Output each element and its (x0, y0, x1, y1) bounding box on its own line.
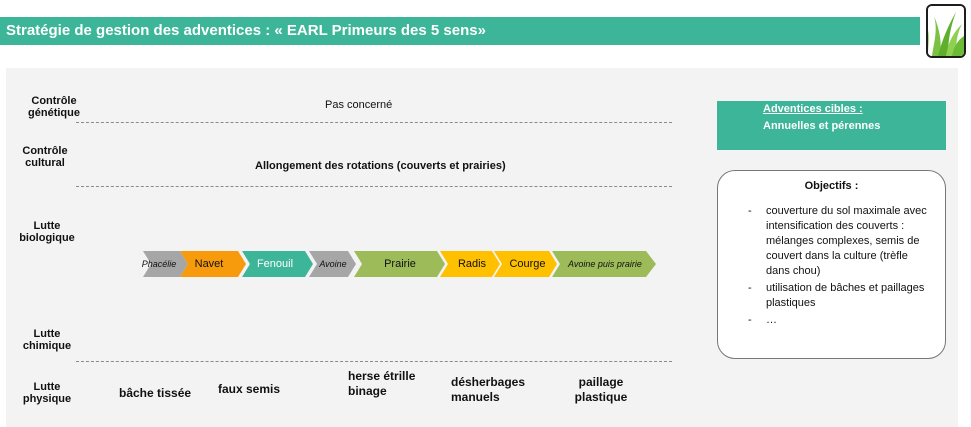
separator-line (76, 122, 672, 123)
objective-item: couverture du sol maximale avec intensif… (748, 204, 928, 279)
rotation-label: Navet (194, 258, 224, 270)
objectives-list: couverture du sol maximale avec intensif… (748, 204, 928, 330)
row-label-chimique: Lutte chimique (22, 328, 72, 352)
objectives-box: Objectifs : couverture du sol maximale a… (717, 170, 946, 359)
rotation-label: Avoine puis prairie (568, 259, 642, 269)
rotation-label: Radis (457, 258, 487, 270)
rotation-step-phacelie (143, 251, 188, 277)
rotation-step-navet (180, 251, 246, 277)
rotation-label: Avoine (319, 259, 347, 269)
rotation-step-courge (494, 251, 557, 277)
rotation-step-avoine (309, 251, 356, 277)
objectives-title: Objectifs : (804, 180, 859, 192)
page-title: Stratégie de gestion des adventices : « … (6, 22, 486, 39)
objective-item: utilisation de bâches et paillages plast… (748, 281, 928, 311)
genetique-content: Pas concerné (325, 99, 393, 111)
row-label-genetique: Contrôle génétique (28, 95, 80, 119)
rotation-step-avoine-prairie (552, 251, 656, 277)
cultural-content: Allongement des rotations (couverts et p… (255, 160, 506, 172)
target-weeds-title: Adventices cibles : (763, 103, 863, 115)
rotation-step-prairie (354, 251, 445, 277)
physical-method: bâche tissée (119, 386, 192, 400)
objective-item: … (748, 313, 928, 328)
rotation-step-fenouil (242, 251, 313, 277)
rotation-label: Prairie (384, 258, 416, 270)
crop-rotation: Phacélie Navet Fenouil Avoine Prairie Ra… (140, 249, 660, 279)
physical-method: herse étrille binage (348, 369, 416, 398)
row-label-cultural: Contrôle cultural (22, 145, 68, 169)
rotation-step-radis (440, 251, 500, 277)
target-weeds-box: Adventices cibles : Annuelles et pérenne… (717, 101, 946, 150)
rotation-label: Fenouil (256, 258, 294, 270)
grass-logo-icon (926, 4, 966, 58)
physical-method: désherbages manuels (451, 375, 526, 404)
header-banner: Stratégie de gestion des adventices : « … (0, 17, 920, 45)
rotation-label: Phacélie (141, 259, 177, 269)
physical-method: paillage plastique (574, 375, 628, 404)
rotation-label: Courge (509, 258, 546, 270)
row-label-physique: Lutte physique (22, 381, 72, 405)
target-weeds-value: Annuelles et pérennes (763, 120, 881, 132)
separator-line (76, 186, 672, 187)
separator-line (76, 361, 672, 362)
physical-method: faux semis (218, 382, 281, 396)
row-label-biologique: Lutte biologique (19, 220, 75, 244)
